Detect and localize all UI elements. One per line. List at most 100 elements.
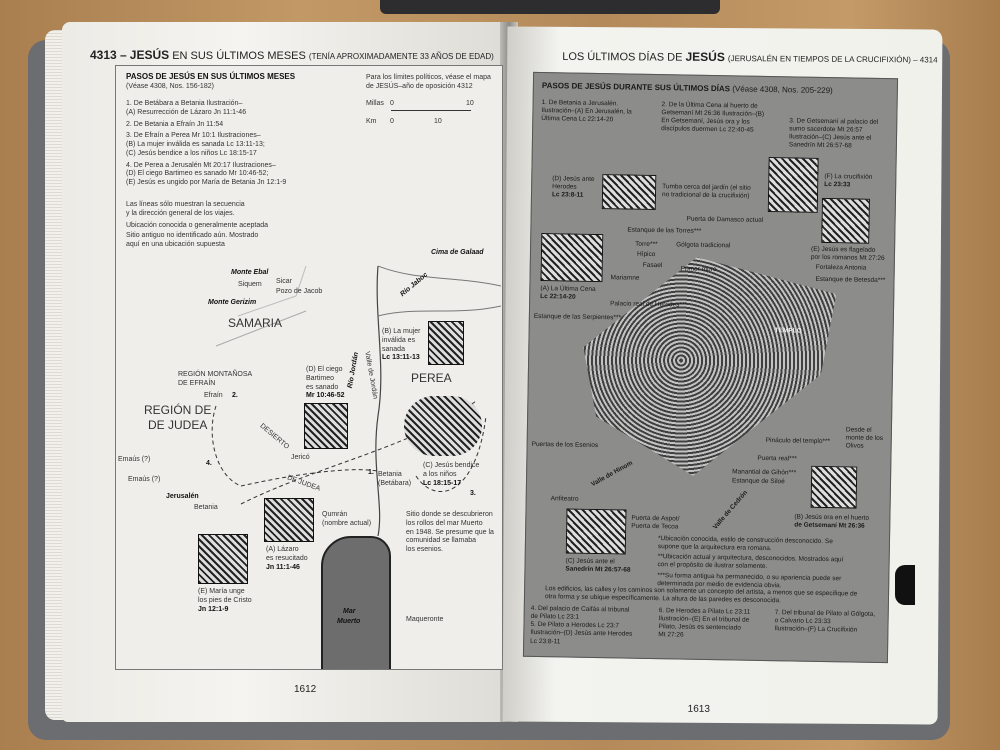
label-betabara: (Betábara) bbox=[378, 480, 412, 487]
step: (A) Resurrección de Lázaro Jn 11:1-46 bbox=[126, 108, 247, 116]
label-muerto: Muerto bbox=[337, 618, 361, 625]
panel-title: PASOS DE JESÚS DURANTE SUS ÚLTIMOS DÍAS … bbox=[541, 81, 833, 96]
label-monte-gerizim: Monte Gerizim bbox=[208, 299, 257, 306]
legend-arrow-2: y la dirección general de los viajes. bbox=[126, 209, 235, 217]
step-1: 1. De Betania a Jerusalén.Ilustración–(A… bbox=[541, 99, 632, 124]
other-book bbox=[380, 0, 720, 14]
political-note: Para los límites políticos, véase el map… bbox=[366, 74, 491, 92]
label-torre: Torre*** bbox=[635, 240, 658, 249]
label-primer-muro: Primer muro bbox=[680, 265, 717, 274]
label-mariamne: Mariamne bbox=[610, 274, 640, 282]
note-line: Para los límites políticos, véase el map… bbox=[366, 74, 491, 81]
label-jerico: Jericó bbox=[291, 454, 310, 461]
label-samaria: SAMARIA bbox=[228, 316, 283, 330]
notes: *Ubicación conocida, estilo de construcc… bbox=[657, 535, 853, 591]
label-perea: PEREA bbox=[411, 371, 452, 385]
header-subtitle: (TENÍA APROXIMADAMENTE 33 AÑOS DE EDAD) bbox=[308, 52, 494, 61]
label-estanque-serpientes: Estanque de las Serpientes*** bbox=[533, 312, 622, 322]
label-valle-cedron: Valle de Cedrón bbox=[711, 489, 750, 531]
label-emaus: Emaús (?) bbox=[118, 456, 151, 463]
illustration-a bbox=[264, 498, 314, 542]
label-emaus-2: Emaús (?) bbox=[128, 476, 161, 483]
map-title: PASOS DE JESÚS EN SUS ÚLTIMOS MESES bbox=[126, 72, 296, 81]
legend: Las líneas sólo muestran la secuencia y … bbox=[126, 201, 268, 250]
illustration-f bbox=[821, 197, 870, 244]
label-monte-olivos: Desde el monte de los Olivos bbox=[845, 426, 884, 450]
dead-sea: Mar Muerto bbox=[321, 536, 391, 669]
step: (B) La mujer inválida es sanada Lc 13:11… bbox=[126, 141, 265, 148]
scale-ten-km: 10 bbox=[434, 118, 442, 125]
label-gihon: Manantial de Gihón*** bbox=[732, 468, 797, 477]
label-templo: TEMPLO bbox=[774, 327, 802, 335]
label-tumba: Tumba cerca del jardín (el sitio no trad… bbox=[661, 183, 751, 200]
step: (C) Jesús bendice a los niños Lc 18:15-1… bbox=[126, 149, 257, 157]
thumb-index-tab bbox=[895, 565, 915, 605]
label-puerta-aspot: Puerta de Aspot/ Puerta de Tecoa bbox=[631, 514, 680, 531]
illustration-e bbox=[565, 508, 627, 555]
step: 4. De Perea a Jerusalén Mt 20:17 Ilustra… bbox=[126, 161, 276, 169]
label-golgota: Gólgota tradicional bbox=[676, 241, 731, 250]
note-2: **Ubicación actual y arquitectura, desco… bbox=[657, 553, 844, 571]
label-puerta-damasco: Puerta de Damasco actual bbox=[686, 215, 764, 224]
label-efrain: Efraín bbox=[204, 392, 223, 399]
scale-km: Km bbox=[366, 118, 377, 125]
label-siloe: Estanque de Siloé bbox=[731, 477, 785, 486]
header-bold: JESÚS bbox=[129, 48, 170, 62]
label-puerta-real: Puerta real*** bbox=[757, 454, 797, 463]
map-last-months: PASOS DE JESÚS EN SUS ÚLTIMOS MESES (Véa… bbox=[115, 65, 503, 670]
illustration-b bbox=[428, 321, 464, 365]
page-number: 1613 bbox=[687, 703, 710, 715]
header-bold: JESÚS bbox=[685, 49, 725, 65]
step-marker-1: 1. bbox=[368, 469, 374, 476]
label-region-judea: REGIÓN DE bbox=[144, 403, 212, 417]
label-mar: Mar bbox=[343, 608, 356, 615]
label-betesda: Estanque de Betesda*** bbox=[815, 275, 886, 285]
label-siquem: Siquem bbox=[238, 281, 262, 288]
step: 3. De Efraín a Perea Mr 10:1 Ilustracion… bbox=[126, 132, 261, 140]
illustration-a bbox=[540, 233, 604, 283]
label-qumran-2: (nombre actual) bbox=[322, 520, 372, 527]
label-jerusalen: Jerusalén bbox=[166, 493, 199, 500]
label-valle-hinom: Valle de Hinom bbox=[590, 459, 634, 489]
step-marker-2: 2. bbox=[232, 392, 238, 399]
scale-miles: Millas bbox=[366, 100, 384, 107]
scale-zero: 0 bbox=[390, 100, 394, 107]
left-page-header: 4313 – JESÚS EN SUS ÚLTIMOS MESES (TENÍA… bbox=[90, 48, 494, 62]
page-number: 1612 bbox=[294, 684, 317, 695]
note-1: *Ubicación conocida, estilo de construcc… bbox=[657, 535, 833, 553]
legend-unknown-2: aquí en una ubicación supuesta bbox=[126, 241, 225, 248]
illustration-e bbox=[198, 534, 248, 584]
illustration-b bbox=[810, 465, 858, 509]
scale-zero-km: 0 bbox=[390, 118, 394, 125]
label-region-efrain: REGIÓN MONTAÑOSA bbox=[178, 371, 253, 378]
illustration-c bbox=[767, 156, 819, 213]
header-title: LOS ÚLTIMOS DÍAS DE bbox=[562, 50, 683, 64]
step: 1. De Betábara a Betania Ilustración– bbox=[126, 100, 243, 107]
step: 2. De Betania a Efraín Jn 11:54 bbox=[126, 120, 224, 128]
illustration-c bbox=[404, 396, 482, 456]
label-palacio-herodes: Palacio real de Herodes*** bbox=[610, 300, 688, 309]
map-last-days: PASOS DE JESÚS DURANTE SUS ÚLTIMOS DÍAS … bbox=[522, 71, 899, 664]
step-7: 7. Del tribunal de Pilato al Gólgota,o C… bbox=[774, 609, 876, 634]
panel-reference: (Véase 4308, Nos. 205-229) bbox=[732, 84, 833, 96]
scale-ten-miles: 10 bbox=[466, 100, 474, 107]
label-monte-ebal: Monte Ebal bbox=[231, 269, 269, 276]
label-region-judea-2: DE JUDEA bbox=[148, 418, 208, 432]
step: (D) El ciego Bartimeo es sanado Mr 10:46… bbox=[126, 170, 269, 178]
label-puertas-esenios: Puertas de los Esenios bbox=[531, 440, 599, 450]
label-qumran: Qumrán bbox=[322, 511, 348, 518]
step: (E) Jesús es ungido por María de Betania… bbox=[126, 179, 287, 186]
label-pinaculo: Pináculo del templo*** bbox=[765, 436, 831, 446]
